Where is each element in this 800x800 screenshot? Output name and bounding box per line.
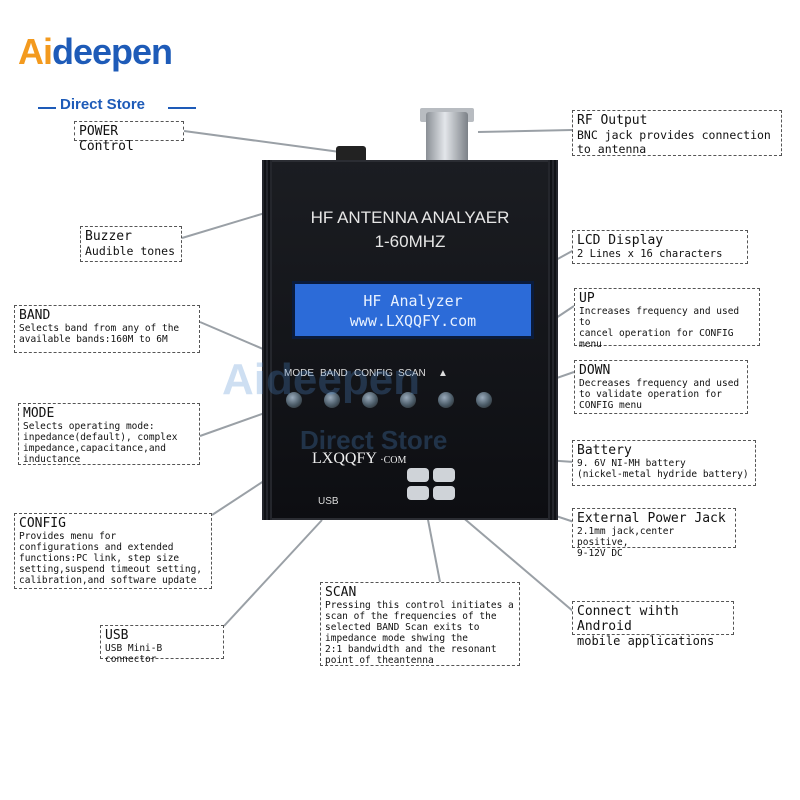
label-up-arrow: ▲ — [438, 368, 448, 379]
logo-subtitle: Direct Store — [60, 96, 146, 113]
callout-title: RF Output — [577, 113, 648, 128]
callout-title: MODE — [23, 406, 55, 421]
label-config: CONFIG — [354, 368, 393, 379]
callout-desc: Increases frequency and used to cancel o… — [579, 306, 740, 350]
usb-port-label: USB — [318, 496, 339, 507]
callout-title: Battery — [577, 443, 632, 458]
logo-rule-right — [168, 107, 196, 109]
callout-desc: USB Mini-B connector — [105, 643, 163, 665]
callout-title: CONFIG — [19, 516, 66, 531]
callout-title: DOWN — [579, 363, 611, 378]
lcd-line-2: www.LXQQFY.com — [349, 312, 477, 330]
callout-title: SCAN — [325, 585, 357, 600]
logo-rule-left — [38, 107, 56, 109]
heatsink-fin-right — [548, 160, 558, 520]
callout-title: POWER Control — [79, 124, 134, 154]
scan-button[interactable] — [400, 392, 416, 408]
power-jack-panel — [407, 468, 461, 502]
callout-lcd-display: LCD Display 2 Lines x 16 characters — [572, 230, 748, 264]
device-frequency-range: 1-60MHZ — [374, 232, 446, 251]
callout-desc: 9. 6V NI-MH battery (nickel-metal hydrid… — [577, 458, 749, 480]
callout-rf-output: RF Output BNC jack provides connection t… — [572, 110, 782, 156]
down-button[interactable] — [476, 392, 492, 408]
callout-buzzer: Buzzer Audible tones — [80, 226, 182, 262]
callout-title: USB — [105, 628, 129, 643]
label-mode: MODE — [284, 368, 314, 379]
callout-desc: BNC jack provides connection to antenna — [577, 128, 771, 156]
callout-up: UP Increases frequency and used to cance… — [574, 288, 760, 350]
panel-icon — [407, 468, 429, 482]
band-button[interactable] — [324, 392, 340, 408]
panel-icon — [433, 486, 455, 500]
watermark-logo: Aideepen — [222, 355, 421, 404]
panel-icon — [433, 468, 455, 482]
callout-battery: Battery 9. 6V NI-MH battery (nickel-meta… — [572, 440, 756, 486]
callout-desc: Pressing this control initiates a scan o… — [325, 600, 514, 666]
antenna-analyzer-device: HF ANTENNA ANALYAER 1-60MHZ HF Analyzer … — [262, 160, 558, 520]
watermark-subtitle: Direct Store — [300, 425, 448, 455]
config-button[interactable] — [362, 392, 378, 408]
callout-desc: Selects operating mode: inpedance(defaul… — [23, 421, 178, 465]
callout-desc: Provides menu for configurations and ext… — [19, 531, 203, 586]
callout-scan: SCAN Pressing this control initiates a s… — [320, 582, 520, 666]
label-band: BAND — [320, 368, 348, 379]
callout-desc: mobile applications — [577, 634, 715, 648]
brand-logo: Aideepen Direct Store — [18, 31, 218, 113]
callout-title: UP — [579, 291, 595, 306]
callout-desc: 2 Lines x 16 characters — [577, 248, 723, 260]
heatsink-fin-left — [262, 160, 272, 520]
lcd-line-1: HF Analyzer — [363, 292, 463, 310]
mode-button[interactable] — [286, 392, 302, 408]
callout-desc: 2.1mm jack,center positive, 9-12V DC — [577, 526, 675, 559]
callout-title: LCD Display — [577, 233, 664, 248]
callout-desc: Audible tones — [85, 244, 176, 258]
callout-external-power-jack: External Power Jack 2.1mm jack,center po… — [572, 508, 736, 559]
callout-mode: MODE Selects operating mode: inpedance(d… — [18, 403, 200, 465]
callout-title: Connect wihth Android — [577, 604, 679, 634]
callout-desc: Decreases frequency and used to validate… — [579, 378, 740, 411]
callout-power-control: POWER Control — [74, 121, 184, 154]
callout-title: External Power Jack — [577, 511, 726, 526]
device-title: HF ANTENNA ANALYAER — [310, 208, 510, 227]
callout-down: DOWN Decreases frequency and used to val… — [574, 360, 748, 414]
device-brand: LXQQFY ·COM — [312, 450, 407, 467]
callout-usb: USB USB Mini-B connector — [100, 625, 224, 665]
label-scan: SCAN — [398, 368, 426, 379]
callout-config: CONFIG Provides menu for configurations … — [14, 513, 212, 589]
panel-icon — [407, 486, 429, 500]
up-button[interactable] — [438, 392, 454, 408]
logo-wordmark: Aideepen — [18, 31, 173, 72]
callout-title: BAND — [19, 308, 51, 323]
callout-desc: Selects band from any of the available b… — [19, 323, 180, 345]
callout-android: Connect wihth Android mobile application… — [572, 601, 734, 648]
callout-title: Buzzer — [85, 229, 132, 244]
lcd-display: HF Analyzer www.LXQQFY.com — [295, 284, 531, 336]
callout-band: BAND Selects band from any of the availa… — [14, 305, 200, 353]
